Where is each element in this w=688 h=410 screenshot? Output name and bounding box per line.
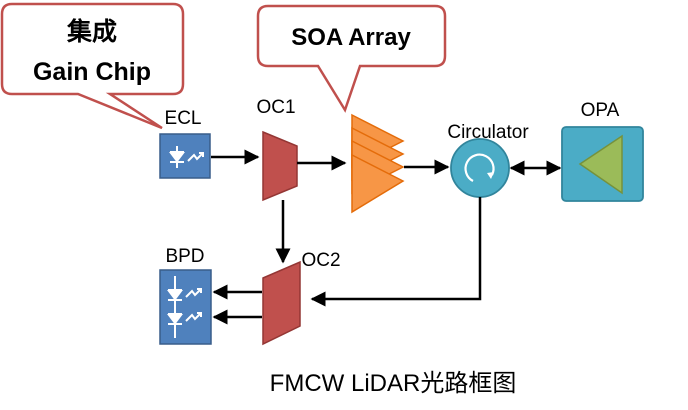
left-triangle-icon bbox=[578, 134, 623, 195]
oc1-coupler bbox=[262, 130, 298, 202]
diagram-caption: FMCW LiDAR光路框图 bbox=[270, 370, 517, 397]
bpd-detector bbox=[159, 269, 212, 345]
ecl-laser bbox=[159, 133, 211, 179]
opa-label: OPA bbox=[581, 100, 620, 121]
gain-chip-callout-line1: 集成 bbox=[66, 17, 117, 46]
arrow-circulator-oc2 bbox=[310, 197, 482, 307]
dual-photodiode-icon bbox=[167, 276, 202, 338]
oc2-coupler bbox=[262, 260, 301, 346]
circular-arrow-icon bbox=[464, 153, 495, 182]
ecl-label: ECL bbox=[165, 108, 202, 129]
bpd-label: BPD bbox=[165, 246, 204, 267]
oc2-label: OC2 bbox=[301, 250, 340, 271]
opa bbox=[561, 126, 644, 202]
photodiode-icon bbox=[169, 146, 204, 168]
circulator bbox=[450, 138, 510, 198]
soa-array-callout-label: SOA Array bbox=[291, 24, 411, 51]
oc1-label: OC1 bbox=[256, 97, 295, 118]
circulator-label: Circulator bbox=[447, 122, 529, 143]
gain-chip-callout: 集成 Gain Chip bbox=[0, 2, 185, 130]
gain-chip-callout-line2: Gain Chip bbox=[33, 58, 151, 86]
soa-array bbox=[351, 113, 405, 214]
soa-array-callout: SOA Array bbox=[256, 4, 447, 113]
